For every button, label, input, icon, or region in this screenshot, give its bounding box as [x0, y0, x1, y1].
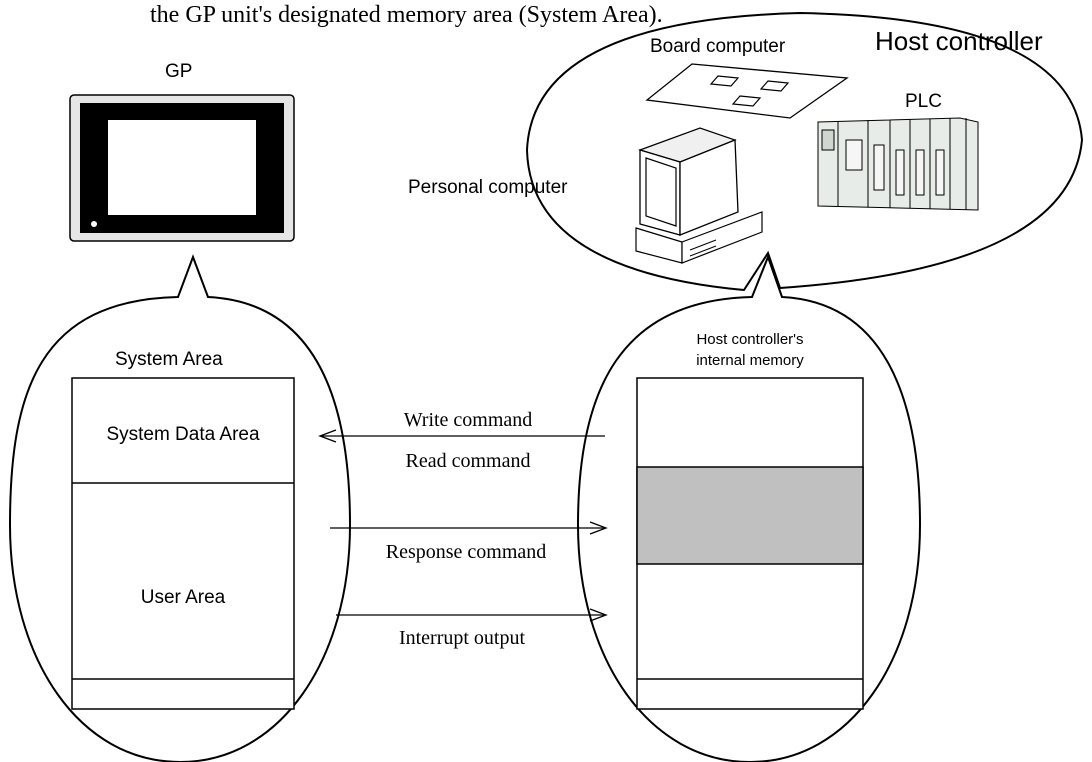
read-command-label: Read command	[406, 450, 531, 472]
personal-computer-label: Personal computer	[408, 177, 568, 198]
shared-memory-region	[636, 466, 864, 565]
host-memory-title-line1: Host controller's	[696, 331, 803, 348]
header-text: the GP unit's designated memory area (Sy…	[150, 2, 663, 28]
interrupt-output-label: Interrupt output	[399, 627, 526, 649]
board-computer-label: Board computer	[650, 36, 786, 57]
write-command-label: Write command	[404, 409, 533, 431]
personal-computer-icon	[635, 127, 763, 264]
system-data-area-label: System Data Area	[106, 424, 260, 445]
plc-label: PLC	[905, 91, 942, 112]
host-memory-block	[636, 377, 864, 710]
interrupt-arrow	[336, 608, 608, 622]
system-area-block	[71, 377, 295, 710]
plc-icon	[817, 117, 979, 211]
system-area-title: System Area	[115, 349, 223, 370]
host-memory-title-line2: internal memory	[696, 352, 804, 369]
gp-label: GP	[165, 61, 192, 82]
board-computer-icon	[645, 63, 849, 119]
host-controller-title: Host controller	[875, 26, 1043, 56]
user-area-label: User Area	[141, 587, 226, 608]
gp-display-icon	[69, 94, 295, 242]
response-command-label: Response command	[386, 541, 547, 563]
response-arrow	[330, 521, 608, 535]
write-read-arrow	[318, 429, 605, 443]
